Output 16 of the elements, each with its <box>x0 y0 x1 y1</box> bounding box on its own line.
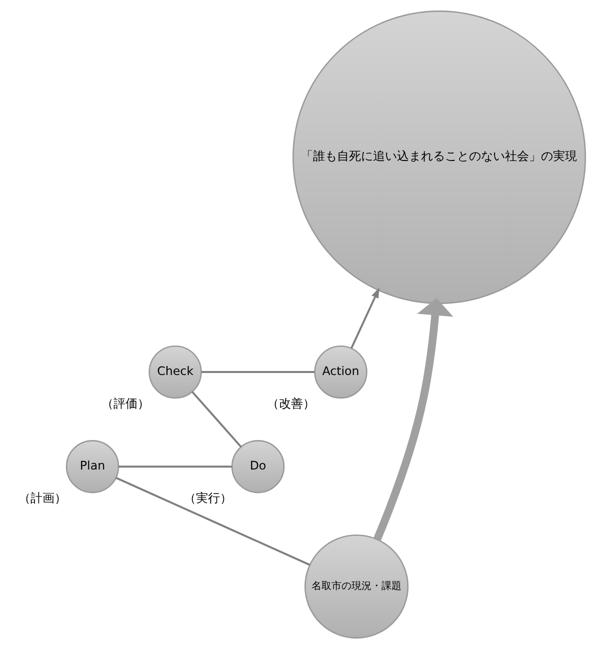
node-circle: 「誰も自死に追い込まれることのない社会」の実現 <box>292 10 586 304</box>
node-label: （評価） <box>100 396 149 410</box>
node-circle: Do <box>230 440 284 494</box>
node-circle: Plan <box>65 440 119 494</box>
node-circle: Action <box>314 345 367 399</box>
node-label: （計画） <box>18 491 66 505</box>
connector <box>190 391 242 448</box>
node-circle: Check <box>148 345 202 399</box>
connector <box>118 466 232 468</box>
arrow <box>373 298 453 541</box>
node-circle: 名取市の現況・課題 <box>304 534 408 639</box>
connector <box>115 476 310 566</box>
node-label: （実行） <box>184 491 232 505</box>
node-label: （改善） <box>266 396 314 410</box>
connector <box>200 371 314 374</box>
arrow <box>350 288 379 349</box>
